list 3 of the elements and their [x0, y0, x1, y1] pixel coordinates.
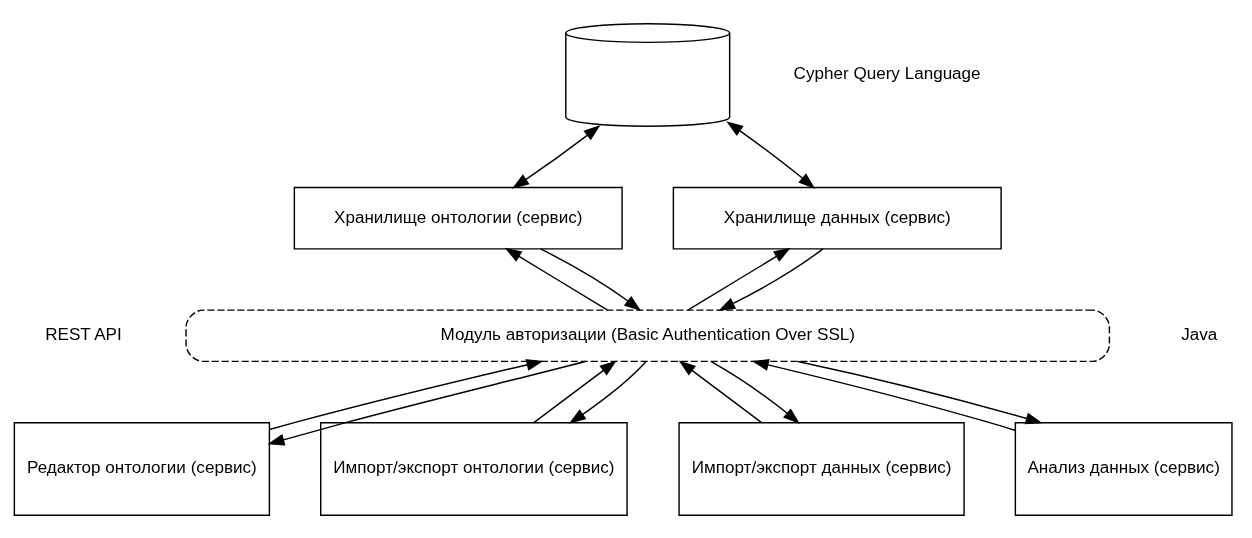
label: Java: [1181, 324, 1218, 344]
label: REST API: [45, 324, 122, 344]
label: Cypher Query Language: [793, 63, 981, 83]
